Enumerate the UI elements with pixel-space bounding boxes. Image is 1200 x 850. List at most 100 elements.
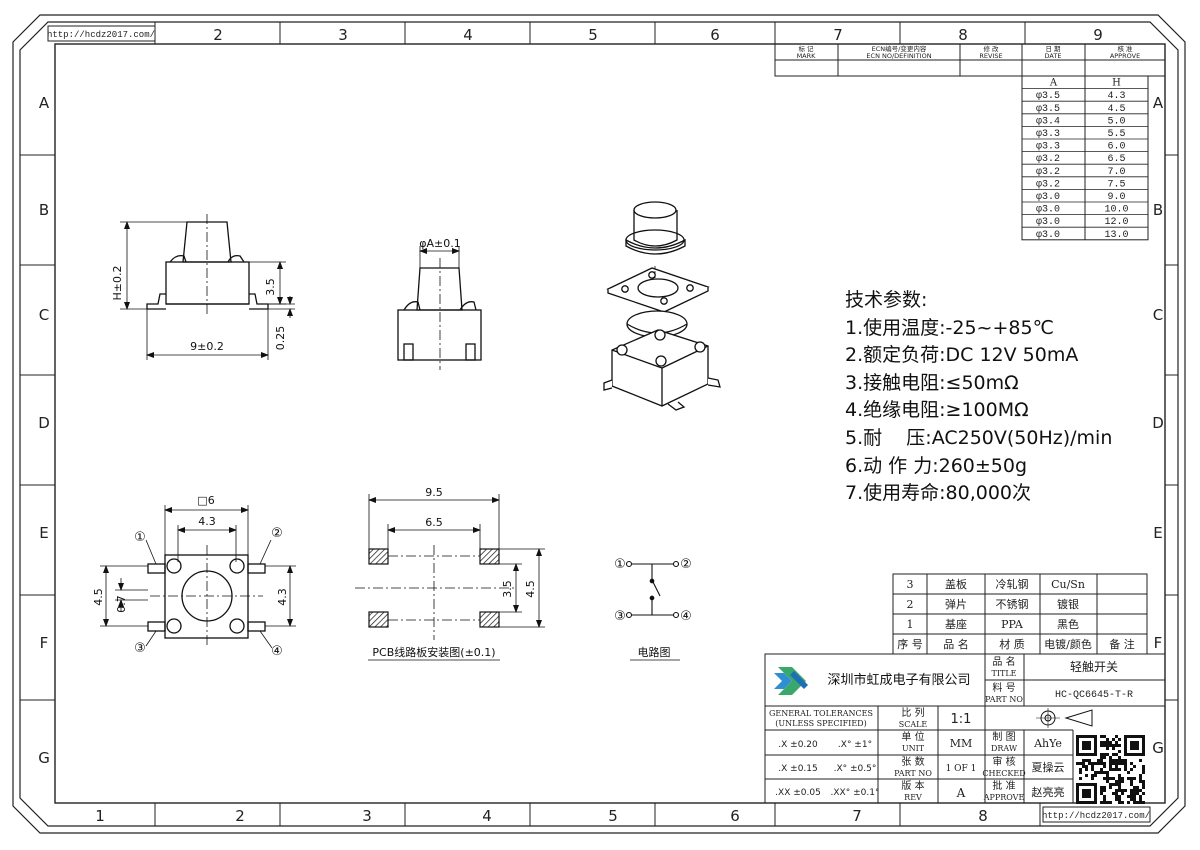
col-label: 4	[482, 807, 492, 825]
row-label: G	[38, 749, 50, 767]
dim-0-25: 0.25	[274, 326, 287, 351]
dim-sq6: □6	[197, 494, 214, 507]
size-table-cell-h: 7.5	[1107, 179, 1125, 190]
pcb-layout	[355, 545, 515, 640]
qr-code-icon	[1076, 735, 1145, 804]
circuit-caption: 电路图	[638, 646, 671, 659]
bom-cell: 黑色	[1057, 617, 1079, 631]
col-label: 8	[958, 26, 968, 44]
dim-3-5: 3.5	[264, 278, 277, 296]
tb-sheet-cn: 张 数	[901, 755, 924, 768]
dim-pcb-6-5: 6.5	[425, 516, 443, 529]
col-label: 6	[710, 26, 720, 44]
pin-2-label: ②	[271, 526, 283, 541]
tech-params: 技术参数: 1.使用温度:-25~+85℃ 2.额定负荷:DC 12V 50mA…	[845, 287, 1175, 508]
row-label: D	[38, 414, 50, 432]
rev-mark: 标 记	[798, 44, 814, 53]
tb-tol-row: .XX° ±0.1°	[831, 788, 880, 798]
row-label: E	[1153, 524, 1162, 542]
tb-unit-cn: 单 位	[901, 730, 924, 743]
tb-check-cn: 审 核	[992, 755, 1015, 768]
dim-h: H±0.2	[111, 266, 124, 301]
bom-cell: 镀银	[1057, 597, 1079, 611]
size-table-cell-a: φ3.0	[1036, 205, 1060, 216]
size-table-cell-a: φ3.5	[1036, 104, 1060, 115]
tb-tol-1: GENERAL TOLERANCES	[769, 709, 873, 718]
tb-unit-value: MM	[950, 737, 973, 750]
tb-tol-row: .X ±0.15	[778, 764, 817, 774]
tech-param-item: 1.使用温度:-25~+85℃	[845, 316, 1054, 339]
title-block	[764, 653, 1166, 804]
tb-tol-row: .X° ±0.5°	[834, 764, 877, 774]
pcb-dims	[368, 494, 545, 628]
tb-part-cn: 料 号	[992, 681, 1015, 694]
rev-date: 日 期	[1045, 45, 1061, 53]
projection-symbol-icon	[1036, 708, 1093, 728]
side-view-dims	[120, 221, 295, 360]
zone-labels: 2 3 4 5 6 7 8 9 1 2 3 4 5 6 7 8 A B C D …	[38, 26, 1164, 825]
col-label: 4	[463, 26, 473, 44]
rev-date-en: DATE	[1045, 52, 1062, 60]
tb-unit-en: UNIT	[902, 744, 925, 753]
size-table-cell-h: 9.0	[1107, 192, 1125, 203]
bom-cell: 盖板	[945, 577, 967, 591]
size-table-cell-h: 10.0	[1104, 205, 1128, 216]
col-label: 5	[608, 807, 618, 825]
size-table-cell-a: φ3.3	[1036, 129, 1060, 140]
dim-4-5: 4.5	[92, 588, 105, 606]
bom-cell: 电镀/颜色	[1044, 637, 1092, 651]
zone-grid	[20, 22, 1178, 826]
tb-check-value: 夏操云	[1032, 760, 1065, 774]
bom-cell: 序 号	[897, 637, 923, 651]
size-table-cell-h: 6.5	[1107, 154, 1125, 165]
pin-3-label: ③	[134, 641, 146, 656]
size-table-cell-a: φ3.4	[1036, 116, 1060, 127]
size-table-cell-a: φ3.2	[1036, 179, 1060, 190]
col-label: 7	[833, 26, 843, 44]
col-label: 2	[213, 26, 223, 44]
circuit-labels: ① ② ③ ④ 电路图	[614, 557, 692, 659]
rev-ecn-en: ECN NO/DEFINITION	[866, 52, 931, 60]
size-table-cell-h: 7.0	[1107, 167, 1125, 178]
size-table-cell-h: 12.0	[1104, 217, 1128, 228]
tb-rev-value: A	[956, 786, 966, 800]
tb-draw-en: DRAW	[991, 744, 1018, 753]
pcb-caption: PCB线路板安装图(±0.1)	[372, 645, 495, 659]
dim-phi-a: φA±0.1	[419, 237, 461, 250]
side-view-labels: H±0.2 3.5 9±0.2 0.25	[111, 266, 287, 353]
size-table-cell-a: φ3.5	[1036, 91, 1060, 102]
size-table-cell-h: 13.0	[1104, 230, 1128, 241]
tb-sheet-en: PART NO	[894, 769, 932, 778]
tb-scale-cn: 比 列	[901, 706, 924, 719]
size-table-cell-a: φ3.2	[1036, 154, 1060, 165]
size-table-cell-h: 5.5	[1107, 129, 1125, 140]
pin-4-label: ④	[271, 644, 283, 659]
bom-cell: 冷轧钢	[996, 577, 1029, 591]
size-table-cell-a: φ3.0	[1036, 230, 1060, 241]
title-block-text: 品 名 TITLE 轻触开关 料 号 PART NO HC-QC6645-T-R…	[769, 655, 1133, 802]
tb-title-en: TITLE	[992, 669, 1017, 678]
tech-param-item: 6.动 作 力:260±50g	[845, 454, 1028, 477]
rev-ecn: ECN编号/变更内容	[872, 44, 927, 53]
size-table-cell-h: 4.3	[1107, 91, 1125, 102]
top-view	[147, 545, 266, 648]
pcb-labels: 9.5 6.5 3.5 4.5 PCB线路板安装图(±0.1)	[372, 486, 537, 659]
dim-0-7: 0.7	[115, 595, 128, 613]
url-bottom-text: http://hcdz2017.com/	[1042, 811, 1150, 821]
dim-pcb-9-5: 9.5	[425, 486, 443, 499]
bom-cell: 备 注	[1109, 637, 1135, 651]
col-label: 9	[1093, 26, 1103, 44]
revision-header-text: 标 记 MARK ECN编号/变更内容 ECN NO/DEFINITION 修 …	[797, 44, 1141, 60]
bom-cell: 基座	[945, 617, 967, 631]
pin-1-label: ①	[134, 530, 146, 545]
row-label: A	[1153, 94, 1164, 112]
row-label: G	[1152, 739, 1164, 757]
size-table-header: H	[1112, 78, 1121, 89]
size-table-cell-h: 5.0	[1107, 116, 1125, 127]
tb-rev-en: REV	[904, 793, 922, 802]
exploded-view	[603, 201, 721, 411]
tb-rev-cn: 版 本	[901, 779, 924, 792]
rev-mark-en: MARK	[797, 52, 817, 60]
